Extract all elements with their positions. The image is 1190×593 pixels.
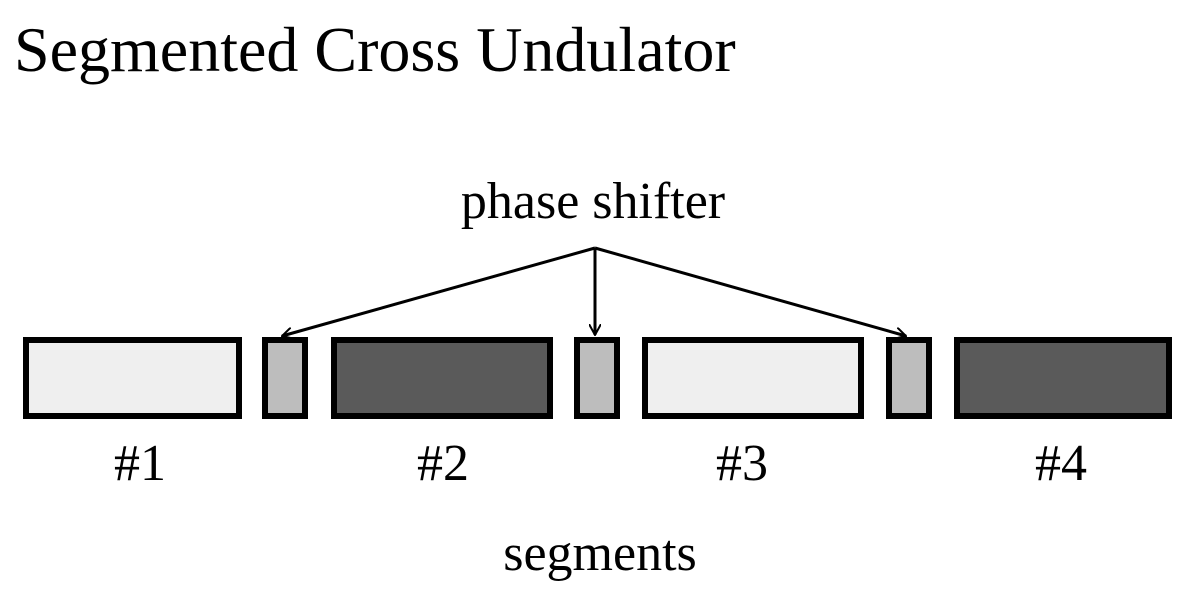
arrow-to-phase-shifter-1	[282, 246, 596, 336]
segment-4-label: #4	[1035, 435, 1087, 492]
segment-1-label: #1	[114, 435, 166, 492]
phase-shifter-1-block	[262, 337, 308, 419]
segment-3-label: #3	[716, 435, 768, 492]
segments-caption: segments	[503, 525, 697, 582]
phase-shifter-label: phase shifter	[460, 173, 726, 230]
segment-2-label: #2	[417, 435, 469, 492]
segment-1-block	[23, 337, 242, 419]
segment-2-block	[331, 337, 553, 419]
segment-4-block	[954, 337, 1172, 419]
phase-shifter-2-block	[574, 337, 620, 419]
phase-shifter-3-block	[886, 337, 932, 419]
segment-3-block	[642, 337, 864, 419]
arrow-to-phase-shifter-3	[594, 246, 906, 336]
diagram-title: Segmented Cross Undulator	[14, 14, 736, 85]
